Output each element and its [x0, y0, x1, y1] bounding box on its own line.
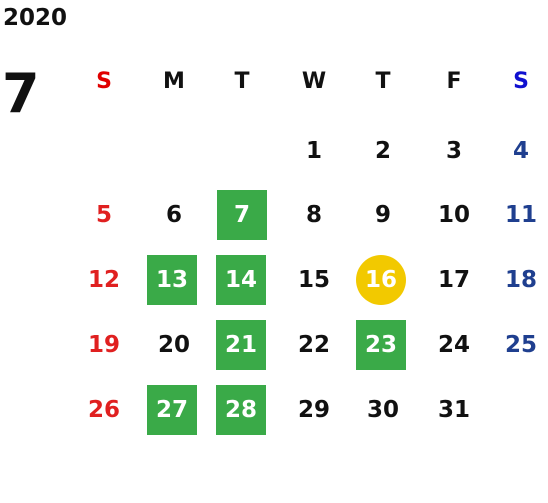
- weekday-wed: W: [301, 68, 327, 94]
- day-cell[interactable]: 23: [356, 320, 406, 370]
- empty-day-cell: [217, 126, 267, 176]
- day-cell[interactable]: 24: [437, 332, 470, 358]
- day-cell[interactable]: 5: [95, 202, 112, 228]
- day-cell[interactable]: 1: [305, 138, 322, 164]
- week-row: 26 27 28 29 30 31: [0, 385, 548, 435]
- weekday-sat: S: [513, 68, 529, 94]
- day-cell[interactable]: 27: [147, 385, 197, 435]
- empty-day-cell: [149, 126, 199, 176]
- day-cell[interactable]: 25: [504, 332, 537, 358]
- day-cell[interactable]: 19: [87, 332, 120, 358]
- day-cell[interactable]: 14: [216, 255, 266, 305]
- weekday-thu: T: [375, 68, 391, 94]
- day-cell[interactable]: 16: [356, 255, 406, 305]
- day-cell[interactable]: 17: [437, 267, 470, 293]
- day-cell[interactable]: 11: [504, 202, 537, 228]
- day-cell[interactable]: 26: [87, 397, 120, 423]
- weekday-fri: F: [446, 68, 462, 94]
- day-cell[interactable]: 22: [297, 332, 330, 358]
- day-cell[interactable]: 20: [157, 332, 190, 358]
- day-cell[interactable]: 18: [504, 267, 537, 293]
- day-cell[interactable]: 12: [87, 267, 120, 293]
- day-cell[interactable]: 10: [437, 202, 470, 228]
- weekday-tue: T: [234, 68, 250, 94]
- weekday-sun: S: [96, 68, 112, 94]
- day-cell[interactable]: 29: [297, 397, 330, 423]
- year-label: 2020: [3, 5, 68, 31]
- week-row: 19 20 21 22 23 24 25: [0, 320, 548, 370]
- day-cell[interactable]: 15: [297, 267, 330, 293]
- week-row: 1 2 3 4: [0, 126, 548, 176]
- day-cell[interactable]: 6: [165, 202, 182, 228]
- week-row: 5 6 7 8 9 10 11: [0, 190, 548, 240]
- empty-day-cell: [79, 126, 129, 176]
- day-cell[interactable]: 4: [512, 138, 529, 164]
- day-cell[interactable]: 8: [305, 202, 322, 228]
- day-cell[interactable]: 13: [147, 255, 197, 305]
- day-cell[interactable]: 2: [374, 138, 391, 164]
- day-cell[interactable]: 31: [437, 397, 470, 423]
- day-cell[interactable]: 3: [445, 138, 462, 164]
- week-row: 12 13 14 15 16 17 18: [0, 255, 548, 305]
- day-cell[interactable]: 21: [216, 320, 266, 370]
- weekday-mon: M: [163, 68, 185, 94]
- day-cell[interactable]: 30: [366, 397, 399, 423]
- day-cell[interactable]: 7: [217, 190, 267, 240]
- empty-day-cell: [496, 385, 546, 435]
- month-label: 7: [2, 62, 40, 125]
- day-cell[interactable]: 9: [374, 202, 391, 228]
- day-cell[interactable]: 28: [216, 385, 266, 435]
- weekday-header-row: S M T W T F S: [0, 56, 548, 106]
